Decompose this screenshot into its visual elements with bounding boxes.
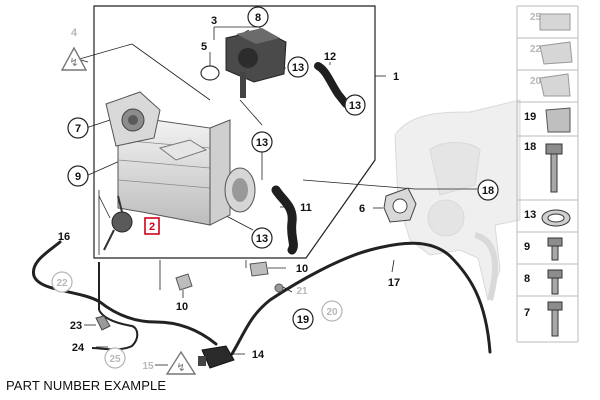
o-ring	[200, 65, 220, 81]
vacuum-line	[31, 240, 218, 346]
callout-10a: 10	[176, 301, 188, 313]
part-number-example-caption: PART NUMBER EXAMPLE	[6, 378, 167, 393]
highlight-box-2	[144, 217, 160, 235]
legend-label-25: 25	[530, 12, 542, 23]
hazard-triangle-top: ↯	[60, 46, 88, 71]
callout-circles	[67, 6, 499, 330]
assembly-frame	[93, 5, 376, 259]
callout-5: 5	[201, 41, 207, 53]
callout-14: 14	[252, 349, 265, 361]
small-part-10b	[249, 261, 269, 277]
callout-22: 22	[56, 278, 68, 289]
callout-20: 20	[326, 307, 338, 318]
callout-24: 24	[72, 342, 85, 354]
intake-manifold-faded	[394, 99, 521, 302]
callout-7: 7	[75, 123, 81, 135]
callout-25: 25	[109, 354, 121, 365]
legend-label-18: 18	[524, 141, 536, 153]
callout-2: 2	[149, 221, 155, 233]
solenoid-valve	[198, 345, 235, 369]
vacuum-actuator	[103, 195, 133, 251]
small-part-21	[274, 283, 284, 293]
callout-4: 4	[71, 27, 78, 39]
callout-21: 21	[296, 286, 308, 297]
vacuum-line-17	[230, 241, 492, 356]
svg-text:↯: ↯	[69, 56, 78, 69]
callout-8: 8	[255, 12, 261, 24]
legend-column: 25 22 20 19 18 13 9 8 7	[516, 5, 579, 343]
egr-cooler	[105, 91, 256, 226]
hose-12	[314, 62, 350, 108]
callout-13d: 13	[256, 233, 268, 245]
callout-12: 12	[324, 51, 336, 63]
callout-13c: 13	[256, 137, 268, 149]
callout-18: 18	[482, 185, 494, 197]
legend-label-13: 13	[524, 209, 536, 221]
svg-text:↯: ↯	[176, 361, 185, 374]
callout-15: 15	[142, 361, 154, 372]
callout-1: 1	[393, 71, 399, 83]
callout-10b: 10	[296, 263, 308, 275]
legend-label-19: 19	[524, 111, 536, 123]
small-part-10a	[175, 273, 193, 291]
legend-label-8: 8	[524, 273, 530, 285]
callout-23: 23	[70, 320, 82, 332]
callout-13b: 13	[349, 100, 361, 112]
legend-label-20: 20	[530, 76, 542, 87]
hose-11	[271, 185, 298, 255]
legend-label-7: 7	[524, 307, 530, 319]
legend-label-22: 22	[530, 44, 542, 55]
callout-3: 3	[211, 15, 217, 27]
callout-19: 19	[297, 314, 309, 326]
clip-23	[95, 315, 111, 331]
callout-11: 11	[300, 202, 312, 214]
egr-valve-actuator	[225, 28, 287, 98]
callout-circles-grey	[51, 271, 343, 369]
callout-6: 6	[359, 203, 365, 215]
callout-13a: 13	[292, 62, 304, 74]
hazard-triangle-bottom: ↯	[165, 350, 197, 375]
legend-label-9: 9	[524, 241, 530, 253]
callout-16: 16	[58, 231, 70, 243]
callout-9: 9	[75, 171, 81, 183]
callout-17: 17	[388, 277, 400, 289]
